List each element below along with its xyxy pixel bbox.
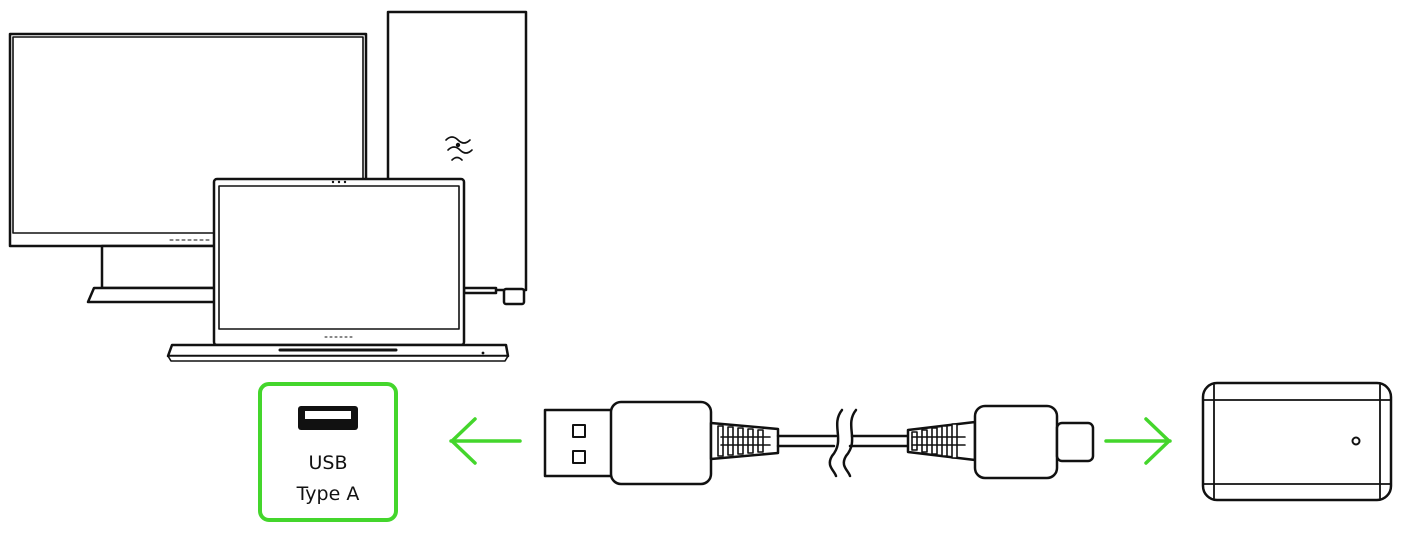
usb-a-plug	[543, 400, 780, 486]
usb-port-box	[258, 382, 398, 522]
wireless-dongle-icon	[1201, 381, 1393, 502]
monitor-icon	[8, 32, 368, 304]
laptop-icon	[166, 177, 510, 362]
usb-c-plug	[906, 404, 1095, 480]
desktop-setup-icon	[8, 10, 528, 362]
usb-type-a-port-icon	[298, 406, 358, 430]
port-label-line1: USB	[308, 452, 348, 474]
arrow-right-icon	[1104, 417, 1172, 465]
port-label-line2: Type A	[296, 483, 360, 505]
arrow-left-icon	[449, 417, 522, 465]
brand-logo-icon	[445, 136, 473, 161]
usb-a-to-c-cable-icon	[543, 400, 1095, 486]
